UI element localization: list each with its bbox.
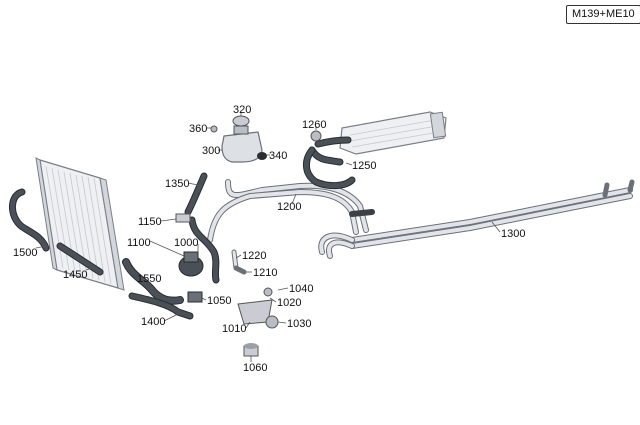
valve-1030 bbox=[265, 315, 279, 329]
label-1250: 1250 bbox=[352, 160, 376, 172]
hose-1250 bbox=[303, 136, 356, 190]
label-1010: 1010 bbox=[222, 323, 246, 335]
label-1400: 1400 bbox=[141, 316, 165, 328]
fitting-1150 bbox=[175, 213, 191, 223]
label-1100: 1100 bbox=[127, 237, 151, 249]
label-1060: 1060 bbox=[243, 362, 267, 374]
label-1210: 1210 bbox=[253, 267, 277, 279]
part-labels: 320 360 300 340 1260 1250 1350 1200 1150… bbox=[13, 104, 525, 374]
label-300: 300 bbox=[202, 145, 220, 157]
coolant-pump bbox=[178, 251, 204, 277]
label-1550: 1550 bbox=[137, 273, 161, 285]
leader-lines bbox=[35, 112, 501, 362]
hose-1450 bbox=[56, 242, 104, 276]
label-320: 320 bbox=[233, 104, 251, 116]
hose-1550 bbox=[122, 258, 184, 305]
coolant-pipe-1200 bbox=[207, 179, 375, 243]
label-1260: 1260 bbox=[302, 119, 326, 131]
hose-1350 bbox=[184, 172, 208, 216]
hose-1500 bbox=[9, 188, 50, 252]
label-1200: 1200 bbox=[277, 201, 301, 213]
hose-1400 bbox=[128, 292, 194, 320]
label-1300: 1300 bbox=[501, 228, 525, 240]
label-360: 360 bbox=[189, 123, 207, 135]
model-code-badge: M139+ME10 bbox=[566, 5, 640, 24]
label-1000: 1000 bbox=[174, 237, 198, 249]
fitting-1220 bbox=[231, 249, 247, 275]
label-1040: 1040 bbox=[289, 283, 313, 295]
label-1020: 1020 bbox=[277, 297, 301, 309]
label-1220: 1220 bbox=[242, 250, 266, 262]
fitting-1050 bbox=[187, 291, 203, 303]
label-1500: 1500 bbox=[13, 247, 37, 259]
label-340: 340 bbox=[269, 150, 287, 162]
clamp-1260 bbox=[310, 130, 322, 142]
hose-1100 bbox=[188, 216, 220, 284]
label-1050: 1050 bbox=[207, 295, 231, 307]
label-1030: 1030 bbox=[287, 318, 311, 330]
bracket-1010 bbox=[237, 287, 273, 325]
charge-air-cooler bbox=[339, 111, 447, 155]
expansion-tank bbox=[210, 115, 267, 163]
label-1450: 1450 bbox=[63, 269, 87, 281]
sensor-1060 bbox=[243, 343, 259, 357]
label-1350: 1350 bbox=[165, 178, 189, 190]
coolant-pipe-1300 bbox=[318, 179, 635, 259]
label-1150: 1150 bbox=[138, 216, 162, 228]
